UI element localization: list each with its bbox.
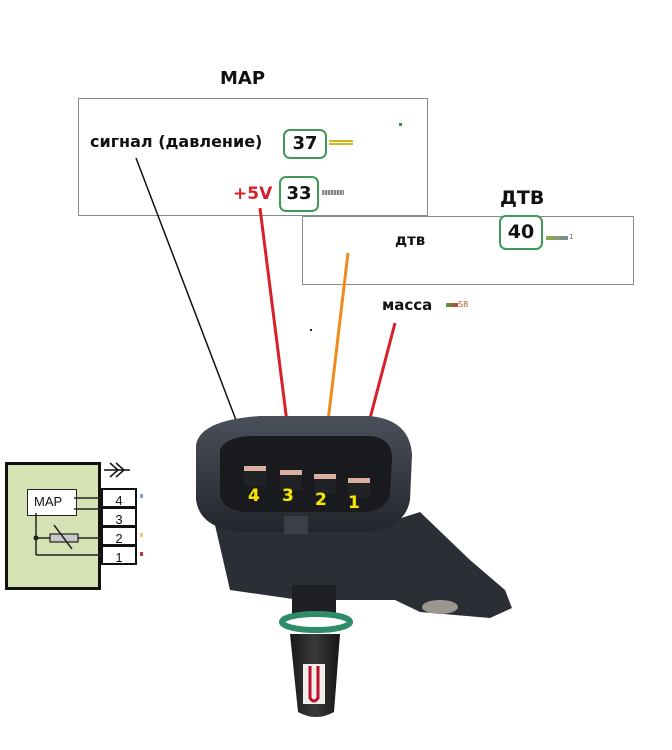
schematic-terminal-1: 1 [101, 545, 137, 565]
mount-hole [422, 600, 458, 614]
schematic-terminal-4: 4 [101, 488, 137, 508]
schematic-map-label: MAP [34, 494, 63, 509]
terminal-label-4: 4 [115, 493, 123, 508]
schematic-wiring [33, 497, 104, 556]
green-dot [399, 123, 402, 126]
terminal-label-3: 3 [115, 512, 123, 527]
signal-wire [135, 157, 253, 463]
pin-3-contact [280, 470, 302, 475]
power-pin-box: 33 [279, 176, 319, 212]
signal-label: сигнал (давление) [90, 132, 263, 151]
dtv-label: дтв [395, 231, 426, 249]
sensor-flange [215, 512, 512, 618]
temp-probe-window [303, 664, 325, 704]
connector-pin-label-1: 1 [348, 493, 360, 513]
pin-4-contact [244, 466, 266, 471]
map-heading: МАР [220, 68, 266, 89]
sensor-neck [292, 585, 336, 615]
ground-wire-swatch [446, 303, 458, 307]
ground-swatch-tag: S8 [458, 300, 469, 309]
connector-pin-label-4: 4 [248, 486, 260, 506]
power-label: +5V [233, 184, 273, 204]
terminal-label-2: 2 [115, 531, 123, 546]
connector-pin-label-2: 2 [315, 490, 327, 510]
dtv-pin-number: 40 [507, 221, 535, 243]
dtv-heading: ДТВ [500, 187, 545, 209]
signal-pin-box: 37 [283, 129, 327, 159]
schematic-terminal-2: 2 [101, 526, 137, 546]
terminal-label-1: 1 [115, 550, 123, 565]
dtv-swatch-tag: 1 [569, 233, 574, 241]
dtv-panel [302, 216, 634, 285]
dtv-wire-swatch [546, 236, 568, 240]
pin-1-contact [348, 478, 370, 483]
o-ring [279, 611, 353, 633]
map-schematic: MAP [5, 462, 104, 590]
temp-probe-element [308, 666, 320, 703]
schematic-terminal-3: 3 [101, 507, 137, 527]
map-panel [78, 98, 428, 216]
ground-label: масса [382, 296, 433, 314]
connector-latch [284, 516, 308, 534]
dtv-pin-box: 40 [499, 215, 543, 250]
pin-2-contact [314, 474, 336, 479]
signal-wire-swatch [329, 140, 353, 145]
schematic-map-block: MAP [27, 489, 77, 516]
connector-pin-label-3: 3 [282, 486, 294, 506]
small-dot [310, 329, 312, 331]
signal-pin-number: 37 [292, 133, 318, 154]
power-pin-number: 33 [286, 183, 312, 204]
power-wire-swatch [322, 190, 344, 195]
